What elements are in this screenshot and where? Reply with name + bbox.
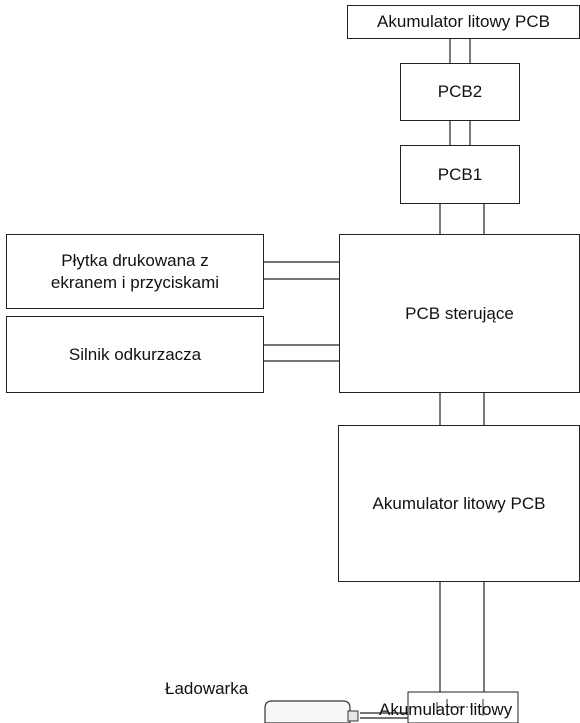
pcb1-label: PCB1 <box>437 164 483 184</box>
battery-pack-label: Akumulator litowy <box>379 700 513 719</box>
top-battery-pcb-label: Akumulator litowy PCB <box>377 12 550 31</box>
main-battery-pcb-box: Akumulator litowy PCB <box>338 425 580 582</box>
motor-box: Silnik odkurzacza <box>6 316 264 393</box>
motor-label: Silnik odkurzacza <box>68 344 202 364</box>
charger-label: Ładowarka <box>165 679 249 698</box>
control-pcb-label: PCB sterujące <box>405 303 514 323</box>
pcb1-box: PCB1 <box>400 145 520 204</box>
charger-icon <box>264 700 359 723</box>
control-pcb-box: PCB sterujące <box>339 234 580 393</box>
display-board-label: Płytka drukowana z ekranem i przyciskami <box>50 250 220 292</box>
display-board-box: Płytka drukowana z ekranem i przyciskami <box>6 234 264 309</box>
top-battery-pcb-box: Akumulator litowy PCB <box>347 5 580 39</box>
battery-symbol <box>436 699 484 716</box>
pcb2-box: PCB2 <box>400 63 520 121</box>
pcb2-label: PCB2 <box>437 82 483 101</box>
main-battery-pcb-label: Akumulator litowy PCB <box>372 493 546 513</box>
